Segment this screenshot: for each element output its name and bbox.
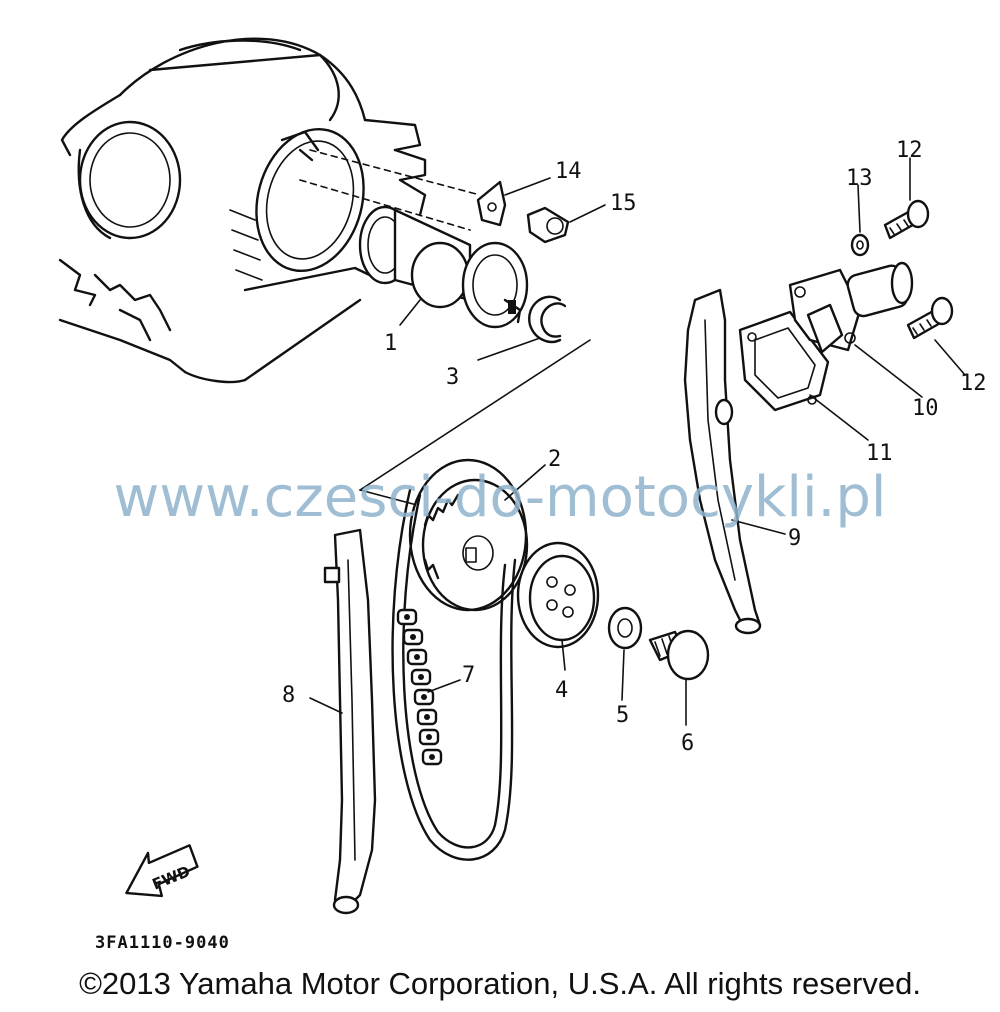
- callout-9: 9: [788, 526, 801, 551]
- leader-lines: [309, 157, 966, 726]
- callout-12-bottom: 12: [960, 371, 987, 396]
- callout-2: 2: [548, 447, 561, 472]
- bolt: [648, 629, 710, 681]
- diagram-code: 3FA1110-9040: [95, 933, 230, 953]
- tensioner-washer: [850, 233, 870, 257]
- callout-1: 1: [384, 331, 397, 356]
- callout-7: 7: [462, 663, 475, 688]
- callout-13: 13: [846, 166, 873, 191]
- callout-10: 10: [912, 396, 939, 421]
- callouts: 1 2 3 4 5 6 7 8 9 10 11 12 12 13 14 15: [282, 138, 987, 756]
- camshaft: [358, 205, 529, 329]
- cam-chain: [391, 488, 517, 861]
- callout-5: 5: [616, 703, 629, 728]
- callout-11: 11: [866, 441, 893, 466]
- chain-guide-intake: [323, 528, 377, 915]
- callout-15: 15: [610, 191, 637, 216]
- bracket: [476, 180, 507, 227]
- callout-12-top: 12: [896, 138, 923, 163]
- callout-4: 4: [555, 678, 568, 703]
- cam-sprocket: [408, 458, 529, 612]
- tensioner-assembly: [788, 261, 914, 354]
- assembly-line: [359, 339, 591, 491]
- chain-guide-exhaust: [683, 288, 762, 635]
- cylinder-head: [58, 37, 481, 384]
- plate: [516, 541, 600, 649]
- washer: [607, 606, 643, 650]
- tensioner-bolt: [883, 199, 930, 240]
- callout-8: 8: [282, 683, 295, 708]
- tensioner-bolt: [906, 296, 954, 340]
- fwd-arrow: FWD: [125, 844, 199, 898]
- callout-6: 6: [681, 731, 694, 756]
- circlip: [528, 295, 567, 344]
- copyright-notice: ©2013 Yamaha Motor Corporation, U.S.A. A…: [79, 966, 921, 1001]
- chain-links: [396, 608, 443, 766]
- callout-3: 3: [446, 365, 459, 390]
- bracket-bolt: [526, 206, 570, 244]
- callout-14: 14: [555, 159, 582, 184]
